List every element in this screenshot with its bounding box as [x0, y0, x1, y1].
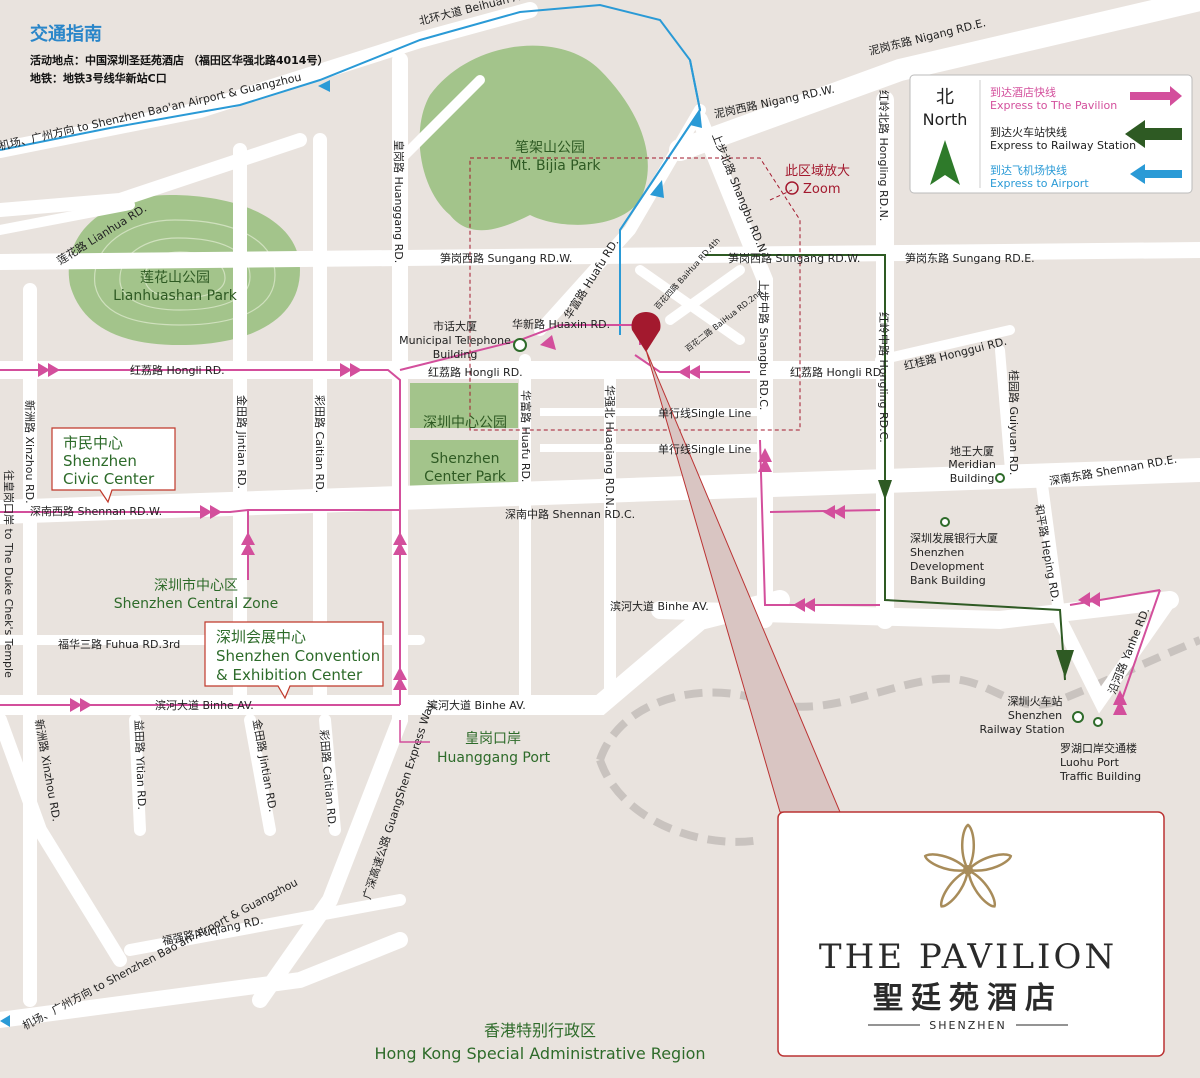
- legend-hotel-en: Express to The Pavilion: [990, 99, 1117, 112]
- header-metro: 地铁：地铁3号线华新站C口: [30, 71, 167, 85]
- road-hongling-c: 红岭中路 Hongling RD.C.: [877, 312, 891, 443]
- road-hongli-e: 红荔路 Hongli RD.: [790, 366, 885, 379]
- road-huaqiang: 华强北 Huaqiang RD.N.: [603, 385, 617, 509]
- road-hongli-w: 红荔路 Hongli RD.: [130, 364, 225, 377]
- road-shennan-w: 深南西路 Shennan RD.W.: [30, 505, 162, 518]
- sdb-en2: Development: [910, 560, 985, 573]
- header-title: 交通指南: [30, 23, 102, 45]
- bijia-cn: 笔架山公园: [515, 140, 585, 156]
- road-oneway1: 单行线Single Line: [658, 406, 751, 420]
- meridian-en2: Building: [950, 472, 995, 485]
- sdb-cn: 深圳发展银行大厦: [910, 531, 998, 545]
- hotel-pin-icon: [631, 312, 661, 352]
- meridian-en1: Meridian: [948, 458, 996, 471]
- meridian-cn: 地王大厦: [950, 444, 994, 458]
- hotel-logo-box: THE PAVILION 聖廷苑酒店 SHENZHEN: [777, 811, 1165, 1057]
- road-jintian: 金田路 Jintian RD.: [235, 395, 249, 489]
- road-huanggang: 皇岗路 Huanggang RD.: [392, 140, 406, 263]
- lianhua-cn: 莲花山公园: [140, 270, 210, 286]
- road-binhe-e: 滨河大道 Binhe AV.: [610, 599, 709, 613]
- civic-center-callout: 市民中心 Shenzhen Civic Center: [51, 427, 176, 504]
- north-arrow-icon: [930, 140, 960, 185]
- railway-cn: 深圳火车站: [1008, 694, 1063, 708]
- road-oneway2: 单行线Single Line: [658, 442, 751, 456]
- luohu-cn: 罗湖口岸交通楼: [1060, 741, 1137, 755]
- central-zone-en: Shenzhen Central Zone: [114, 596, 278, 612]
- road-guiyuan: 桂园路 Guiyuan RD.: [1007, 370, 1021, 475]
- road-binhe-w: 滨河大道 Binhe AV.: [155, 698, 254, 712]
- bijia-park: [419, 45, 648, 231]
- luohu-en2: Traffic Building: [1059, 770, 1141, 783]
- civic-en2: Civic Center: [63, 470, 155, 488]
- luohu-en1: Luohu Port: [1060, 756, 1120, 769]
- pavilion-flower-icon: [923, 823, 1013, 908]
- road-hongli-m: 红荔路 Hongli RD.: [428, 366, 523, 379]
- telephone-cn: 市话大厦: [433, 319, 477, 333]
- road-fuhua: 福华三路 Fuhua RD.3rd: [58, 637, 180, 651]
- hk-cn: 香港特别行政区: [484, 1021, 596, 1040]
- convention-en1: Shenzhen Convention: [216, 647, 380, 665]
- zoom-icon: [785, 181, 799, 195]
- legend-rail-cn: 到达火车站快线: [990, 125, 1067, 139]
- legend-rail-en: Express to Railway Station: [990, 139, 1136, 152]
- sdb-en3: Bank Building: [910, 574, 986, 587]
- center-park-en1: Shenzhen: [431, 451, 500, 467]
- legend-air-cn: 到达飞机场快线: [990, 163, 1067, 177]
- railway-en2: Railway Station: [979, 723, 1064, 736]
- road-shennan-c: 深南中路 Shennan RD.C.: [505, 508, 635, 521]
- central-zone-cn: 深圳市中心区: [154, 577, 238, 594]
- civic-en1: Shenzhen: [63, 452, 137, 470]
- road-huaxin: 华新路 Huaxin RD.: [512, 317, 610, 331]
- road-shangbu-c: 上步中路 Shangbu RD.C.: [757, 280, 770, 410]
- header-venue: 活动地点：中国深圳圣廷苑酒店 （福田区华强北路4014号）: [30, 53, 328, 67]
- legend-north-cn: 北: [936, 87, 954, 108]
- hk-en: Hong Kong Special Administrative Region: [374, 1044, 705, 1063]
- convention-en2: & Exhibition Center: [216, 666, 363, 684]
- center-park-en2: Center Park: [424, 469, 507, 485]
- center-park-cn: 深圳中心公园: [423, 415, 507, 431]
- sdb-en1: Shenzhen: [910, 546, 964, 559]
- road-huafu-low: 华富路 Huafu RD.: [519, 390, 533, 482]
- telephone-en2: Building: [433, 348, 478, 361]
- road-yitian: 益田路 Yitian RD.: [132, 720, 149, 811]
- legend-north-en: North: [923, 110, 968, 129]
- road-hongling-n: 红岭北路 Hongling RD.N.: [877, 90, 891, 221]
- lianhua-en: Lianhuashan Park: [113, 288, 238, 304]
- railway-route: [705, 254, 1066, 681]
- hotel-name-en: THE PAVILION: [819, 937, 1117, 977]
- road-sungang-e: 笋岗东路 Sungang RD.E.: [905, 251, 1035, 265]
- center-park-north: [410, 383, 518, 428]
- civic-cn: 市民中心: [63, 434, 123, 452]
- road-binhe-m: 滨河大道 Binhe AV.: [427, 698, 526, 712]
- legend-hotel-cn: 到达酒店快线: [990, 85, 1056, 99]
- road-sungang-w2: 笋岗西路 Sungang RD.W.: [728, 251, 860, 265]
- hotel-city: SHENZHEN: [929, 1019, 1006, 1032]
- road-duke: 往皇岗口岸 to The Duke Chek's Temple: [2, 470, 16, 678]
- legend-air-en: Express to Airport: [990, 177, 1089, 190]
- convention-callout: 深圳会展中心 Shenzhen Convention & Exhibition …: [204, 621, 384, 700]
- telephone-en1: Municipal Telephone: [399, 334, 511, 347]
- road-caitian: 彩田路 Caitian RD.: [313, 395, 326, 493]
- bijia-en: Mt. Bijia Park: [509, 158, 601, 174]
- zoom-label-en: Zoom: [803, 182, 840, 197]
- legend: 北 North 到达酒店快线 Express to The Pavilion 到…: [909, 74, 1193, 194]
- zoom-label-cn: 此区域放大: [785, 164, 850, 179]
- convention-cn: 深圳会展中心: [216, 628, 306, 646]
- huanggang-port-cn: 皇岗口岸: [465, 731, 521, 747]
- road-sungang-w: 笋岗西路 Sungang RD.W.: [440, 251, 572, 265]
- hotel-name-cn: 聖廷苑酒店: [873, 981, 1063, 1016]
- huanggang-port-en: Huanggang Port: [437, 750, 551, 766]
- road-xinzhou: 新洲路 Xinzhou RD.: [23, 400, 37, 504]
- railway-en1: Shenzhen: [1008, 709, 1062, 722]
